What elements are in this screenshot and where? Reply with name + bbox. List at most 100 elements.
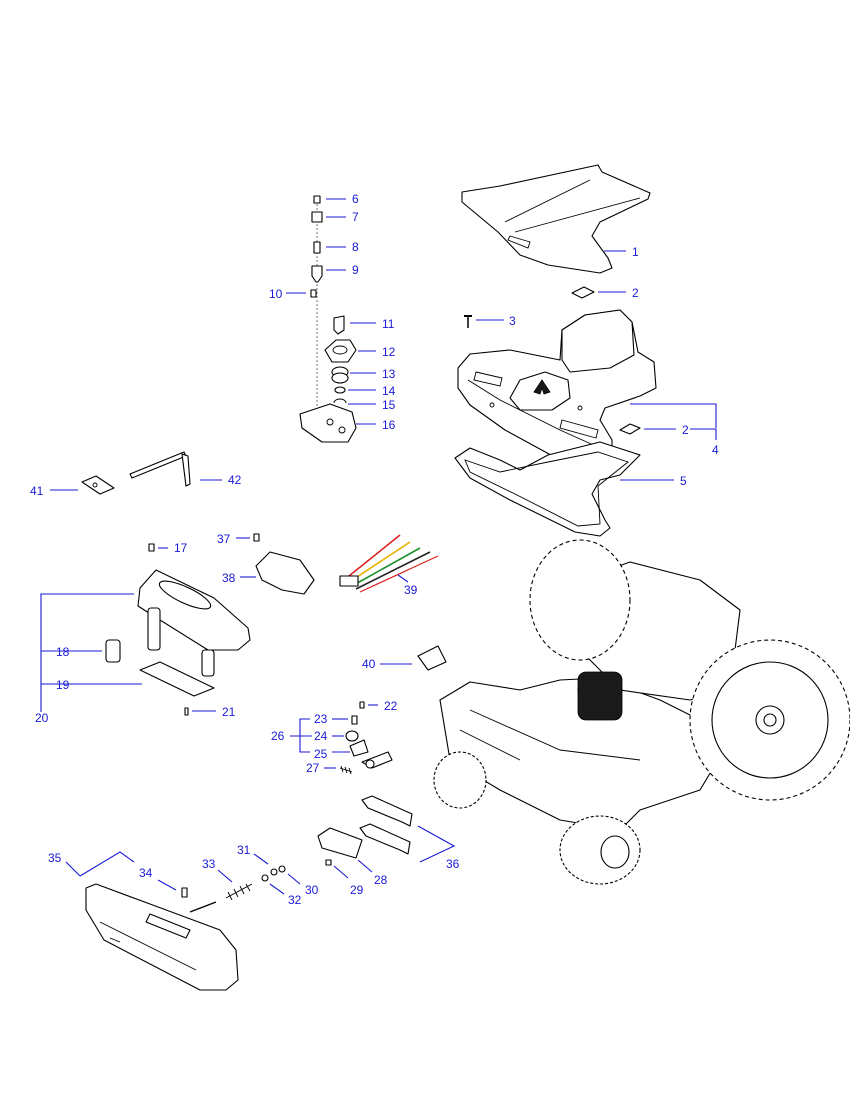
svg-text:6: 6 xyxy=(352,192,359,206)
part-23-screw xyxy=(351,715,358,725)
part-39-wire-harness xyxy=(339,534,439,593)
callout-30: 30 xyxy=(287,873,319,897)
part-27-spring xyxy=(339,765,353,775)
svg-text:27: 27 xyxy=(306,761,320,775)
svg-text:8: 8 xyxy=(352,240,359,254)
svg-text:32: 32 xyxy=(288,893,302,907)
part-22-screw xyxy=(359,701,365,709)
part-38-cover xyxy=(255,551,315,595)
svg-text:35: 35 xyxy=(48,851,62,865)
svg-text:5: 5 xyxy=(680,474,687,488)
front-wheel-a xyxy=(559,815,641,885)
callout-1: 1 xyxy=(604,245,639,259)
svg-text:34: 34 xyxy=(139,866,153,880)
callout-5: 5 xyxy=(620,474,687,488)
svg-text:21: 21 xyxy=(222,705,236,719)
part-2-pad-a xyxy=(571,286,595,299)
part-10-pin xyxy=(310,289,317,298)
part-41-bracket xyxy=(81,475,115,495)
svg-text:2: 2 xyxy=(632,286,639,300)
callout-4: 4 xyxy=(630,403,719,457)
callout-31: 31 xyxy=(237,843,269,865)
svg-text:17: 17 xyxy=(174,541,188,555)
callout-32: 32 xyxy=(269,883,302,907)
part-35-front-bumper xyxy=(85,883,239,991)
part-12-mount xyxy=(324,339,357,363)
callout-24: 24 xyxy=(314,729,344,743)
callout-39: 39 xyxy=(397,574,418,597)
callout-41: 41 xyxy=(30,484,78,498)
callout-11: 11 xyxy=(350,317,395,331)
svg-text:39: 39 xyxy=(404,583,418,597)
svg-text:30: 30 xyxy=(305,883,319,897)
svg-text:42: 42 xyxy=(228,473,242,487)
part-40-clip xyxy=(417,645,447,671)
part-36-handle-a xyxy=(361,795,413,827)
part-13-bushing xyxy=(331,366,349,384)
part-5-gasket xyxy=(454,441,641,537)
svg-text:29: 29 xyxy=(350,883,364,897)
part-36-handle-b xyxy=(359,823,411,855)
part-8-bolt xyxy=(313,241,321,254)
callout-36: 36 xyxy=(417,825,460,871)
svg-text:14: 14 xyxy=(382,384,396,398)
callout-17: 17 xyxy=(158,541,188,555)
part-28-grip xyxy=(317,827,363,859)
part-11-shaft xyxy=(333,315,345,335)
part-42-rod xyxy=(129,451,191,487)
svg-text:23: 23 xyxy=(314,712,328,726)
svg-text:38: 38 xyxy=(222,571,236,585)
svg-text:22: 22 xyxy=(384,699,398,713)
svg-text:26: 26 xyxy=(271,729,285,743)
part-20-front-assembly xyxy=(137,569,251,677)
part-15-clip xyxy=(333,398,347,404)
svg-text:2: 2 xyxy=(682,423,689,437)
part-4-body-housing xyxy=(457,309,657,467)
part-9-post xyxy=(311,265,323,283)
svg-text:41: 41 xyxy=(30,484,44,498)
callout-18: 18 xyxy=(56,645,102,659)
svg-text:20: 20 xyxy=(35,711,49,725)
part-21-pin xyxy=(184,707,189,716)
svg-text:9: 9 xyxy=(352,263,359,277)
svg-text:25: 25 xyxy=(314,747,328,761)
part-29-screw xyxy=(325,859,332,866)
callout-42: 42 xyxy=(200,473,242,487)
part-30-nut xyxy=(278,865,286,873)
callout-27: 27 xyxy=(306,761,336,775)
part-3-screw xyxy=(464,315,472,328)
part-1-top-cover xyxy=(461,164,651,274)
callout-22: 22 xyxy=(368,699,398,713)
part-6-screw xyxy=(313,195,321,204)
callout-2a: 2 xyxy=(598,286,639,300)
part-14-washer xyxy=(334,386,346,394)
callout-16: 16 xyxy=(356,418,396,432)
svg-text:13: 13 xyxy=(382,367,396,381)
callout-3: 3 xyxy=(476,314,516,328)
callout-10: 10 xyxy=(269,287,306,301)
svg-text:33: 33 xyxy=(202,857,216,871)
svg-text:1: 1 xyxy=(632,245,639,259)
callout-34: 34 xyxy=(139,866,177,891)
part-16-plate xyxy=(299,403,357,443)
front-wheel-b xyxy=(433,751,487,809)
part-2-pad-b xyxy=(619,423,641,435)
callout-28: 28 xyxy=(357,859,388,887)
callout-6: 6 xyxy=(326,192,359,206)
svg-text:12: 12 xyxy=(382,345,396,359)
callout-33: 33 xyxy=(202,857,233,883)
rear-wheel-left xyxy=(529,539,631,661)
callout-21: 21 xyxy=(192,705,236,719)
callout-37: 37 xyxy=(217,532,250,546)
callout-25: 25 xyxy=(314,747,350,761)
callout-7: 7 xyxy=(326,210,359,224)
part-34-screw xyxy=(181,887,188,898)
svg-text:16: 16 xyxy=(382,418,396,432)
part-17-screw xyxy=(148,543,155,552)
callout-20: 20 xyxy=(35,593,134,725)
callout-13: 13 xyxy=(350,367,396,381)
callout-8: 8 xyxy=(326,240,359,254)
callout-26: 26 xyxy=(271,718,312,753)
svg-text:37: 37 xyxy=(217,532,231,546)
